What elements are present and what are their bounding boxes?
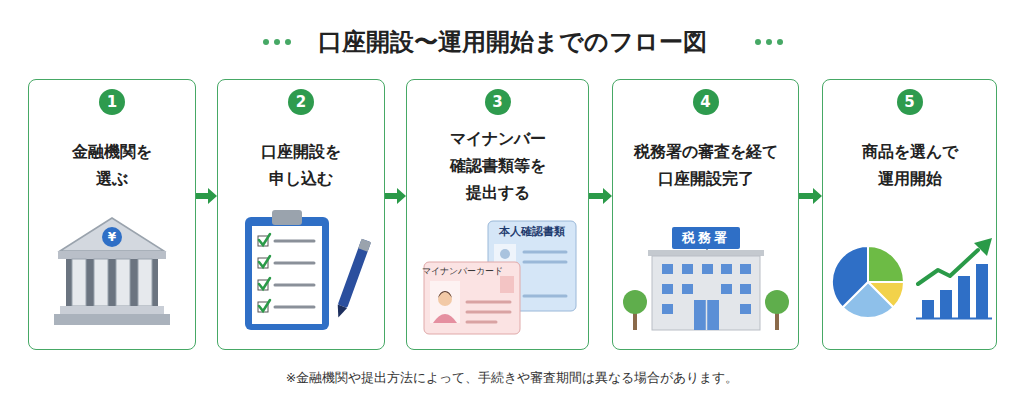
dot: [777, 39, 783, 45]
circle-fill: [99, 89, 125, 115]
step-number-circle: 3: [485, 89, 511, 115]
circle-fill: [288, 89, 314, 115]
step-number-circle: 1: [99, 89, 125, 115]
dot: [285, 39, 291, 45]
circle-fill: [693, 89, 719, 115]
flow-arrow: [589, 188, 612, 204]
dot: [263, 39, 269, 45]
step-box: 口座開設を 申し込む 2: [217, 79, 385, 350]
dot: [766, 39, 772, 45]
flow-arrow: [196, 188, 217, 204]
circle-fill: [897, 89, 923, 115]
illustration-label: 本人確認書類: [452, 224, 612, 239]
step-number: 2: [288, 89, 314, 115]
flow-arrow: [385, 188, 406, 204]
step-number-circle: 2: [288, 89, 314, 115]
step-number: 4: [693, 89, 719, 115]
step-label: 商品を選んで 運用開始: [854, 138, 966, 192]
circle-fill: [485, 89, 511, 115]
step-box: 税務署の審査を経て 口座開設完了 4: [612, 79, 799, 350]
caption-note: ※金融機関や提出方法によって、手続きや審査期間は異なる場合があります。: [0, 369, 1024, 387]
step-number: 5: [897, 89, 923, 115]
step-number-circle: 4: [693, 89, 719, 115]
step-number: 3: [485, 89, 511, 115]
step-box: 金融機関を 選ぶ 1: [28, 79, 196, 350]
dot: [274, 39, 280, 45]
illustration-label: ¥: [32, 229, 192, 246]
step-number-circle: 5: [897, 89, 923, 115]
step-label: 金融機関を 選ぶ: [64, 138, 160, 192]
flow-arrow: [799, 188, 822, 204]
step-number: 1: [99, 89, 125, 115]
step-box: 商品を選んで 運用開始 5: [822, 79, 997, 350]
step-box: マイナンバー 確認書類等を 提出する 3: [406, 79, 589, 350]
step-label: マイナンバー 確認書類等を 提出する: [440, 125, 555, 206]
step-label: 税務署の審査を経て 口座開設完了: [626, 138, 786, 192]
diagram-title: 口座開設〜運用開始までのフロー図: [0, 27, 1024, 57]
illustration-label: マイナンバーカード: [382, 265, 542, 277]
dot: [755, 39, 761, 45]
illustration-label: 税務署: [626, 229, 786, 247]
step-label: 口座開設を 申し込む: [253, 138, 349, 192]
